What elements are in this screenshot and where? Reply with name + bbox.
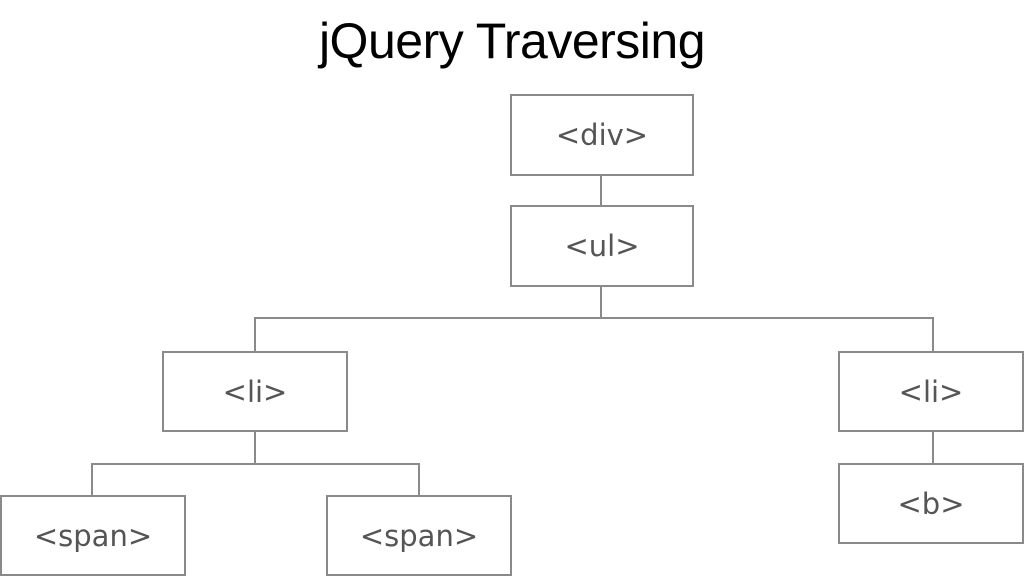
edge-li-span-1 <box>91 463 93 497</box>
edge-li-right-b <box>932 430 934 464</box>
slide-title: jQuery Traversing <box>318 13 706 69</box>
node-li-left: <li> <box>162 351 348 432</box>
edge-ul-li-left <box>254 317 256 353</box>
edge-li-span-2 <box>418 463 420 497</box>
edge-ul-branch <box>254 317 934 319</box>
edge-li-left-trunk <box>254 430 256 464</box>
node-span-2: <span> <box>326 495 512 576</box>
node-div: <div> <box>510 94 694 176</box>
node-ul: <ul> <box>510 205 694 287</box>
node-span-1: <span> <box>0 495 186 576</box>
edge-div-ul <box>600 174 602 206</box>
edge-ul-li-right <box>932 317 934 353</box>
edge-li-left-branch <box>91 463 420 465</box>
edge-ul-trunk <box>600 286 602 318</box>
node-b: <b> <box>838 463 1024 544</box>
node-li-right: <li> <box>838 351 1024 432</box>
